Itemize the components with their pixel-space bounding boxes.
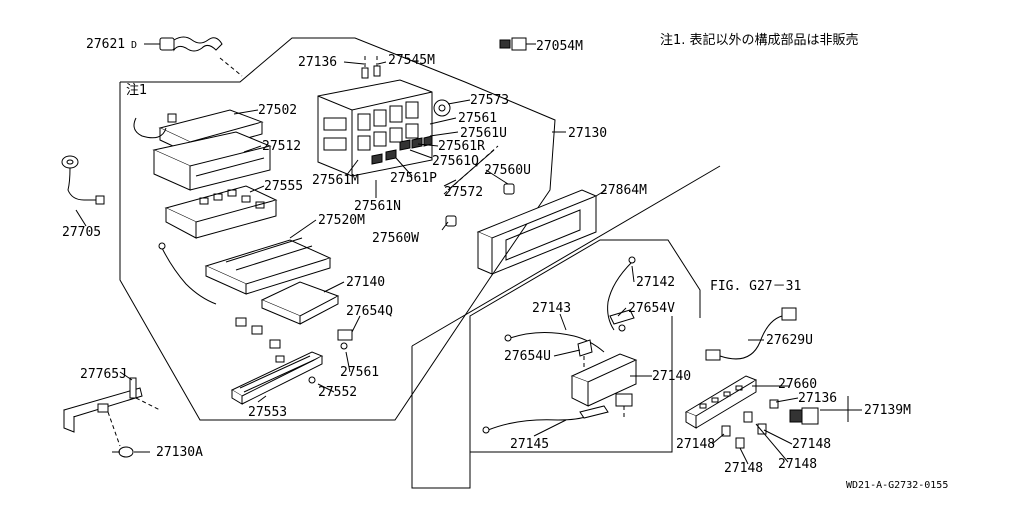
- lever-27654V: [609, 309, 635, 332]
- label-27142: 27142: [636, 275, 675, 290]
- label-27561-lower: 27561: [340, 365, 379, 380]
- label-27561Q: 27561Q: [432, 154, 479, 169]
- figure-ref: FIG. G27－31: [710, 279, 801, 294]
- label-27629U: 27629U: [766, 333, 813, 348]
- label-27560U: 27560U: [484, 163, 531, 178]
- label-27654V: 27654V: [628, 301, 675, 316]
- label-27130: 27130: [568, 126, 607, 141]
- screw-27130A: [112, 446, 134, 458]
- faceplate-27864M: [476, 189, 598, 275]
- label-27512: 27512: [262, 139, 301, 154]
- panel-27660: [684, 375, 758, 429]
- label-27148-c: 27148: [724, 461, 763, 476]
- label-27545M: 27545M: [388, 53, 435, 68]
- label-27654U: 27654U: [504, 349, 551, 364]
- leader-lines: [75, 61, 862, 465]
- label-27140-lower: 27140: [652, 369, 691, 384]
- label-27143: 27143: [532, 301, 571, 316]
- knobs-27148: [721, 411, 767, 449]
- label-27553: 27553: [248, 405, 287, 420]
- cable-27143: [504, 331, 605, 353]
- bulb-27136: [769, 399, 779, 409]
- label-27561P: 27561P: [390, 171, 437, 186]
- label-27130A: 27130A: [156, 445, 203, 460]
- label-27139M: 27139M: [864, 403, 911, 418]
- footer-code: WD21-A-G2732-0155: [846, 480, 948, 491]
- labels: 注1. 表記以外の構成部品は非販売 注1 27621 D 27054M 2713…: [62, 32, 948, 491]
- label-27705: 27705: [62, 225, 101, 240]
- label-27136-lower: 27136: [798, 391, 837, 406]
- label-27560W: 27560W: [372, 231, 419, 246]
- label-27660: 27660: [778, 377, 817, 392]
- label-27552: 27552: [318, 385, 357, 400]
- actuator-27140-lower: [570, 353, 638, 420]
- knob-27560U: [503, 183, 515, 195]
- label-27140-upper: 27140: [346, 275, 385, 290]
- cable-27142: [607, 256, 636, 331]
- label-27561-top: 27561: [458, 111, 497, 126]
- knob-27560W: [445, 215, 457, 227]
- assembly-outline: [119, 37, 556, 421]
- label-27136-top: 27136: [298, 55, 337, 70]
- label-27864M: 27864M: [600, 183, 647, 198]
- slide-panel-27553: [230, 351, 324, 405]
- label-27572: 27572: [444, 185, 483, 200]
- divider-line: [411, 165, 721, 347]
- fig-box: [470, 316, 673, 453]
- note-text: 注1. 表記以外の構成部品は非販売: [660, 32, 859, 48]
- harness-27629U: [705, 307, 797, 361]
- sensor-27705: [61, 155, 105, 205]
- label-27054M: 27054M: [536, 39, 583, 54]
- label-27561U: 27561U: [460, 126, 507, 141]
- housing-27512: [152, 131, 272, 191]
- label-27621-sub: D: [131, 40, 137, 51]
- switch-27139M: [789, 407, 819, 425]
- harness-27621: [144, 36, 243, 77]
- plate-27555: [164, 185, 278, 239]
- lever-plate-27520M: [204, 237, 332, 295]
- label-27502: 27502: [258, 103, 297, 118]
- label-27148-a: 27148: [676, 437, 715, 452]
- actuator-27140-upper: [260, 281, 340, 325]
- label-27148-d: 27148: [778, 457, 817, 472]
- label-27561R: 27561R: [438, 139, 485, 154]
- label-27621: 27621: [86, 37, 125, 52]
- label-27148-b: 27148: [792, 437, 831, 452]
- label-27573: 27573: [470, 93, 509, 108]
- label-27145: 27145: [510, 437, 549, 452]
- label-27520M: 27520M: [318, 213, 365, 228]
- connector-27054M: [499, 37, 536, 51]
- label-27765J: 27765J: [80, 367, 127, 382]
- label-27555: 27555: [264, 179, 303, 194]
- label-27561M: 27561M: [312, 173, 359, 188]
- bracket-27765J: [63, 377, 161, 447]
- fig-outline: [411, 239, 701, 489]
- cable-27145: [482, 405, 609, 434]
- label-27561N: 27561N: [354, 199, 401, 214]
- control-head-assembly: [317, 56, 451, 177]
- linkage-left: [158, 242, 353, 363]
- label-27654Q: 27654Q: [346, 304, 393, 319]
- note-marker: 注1: [126, 83, 147, 98]
